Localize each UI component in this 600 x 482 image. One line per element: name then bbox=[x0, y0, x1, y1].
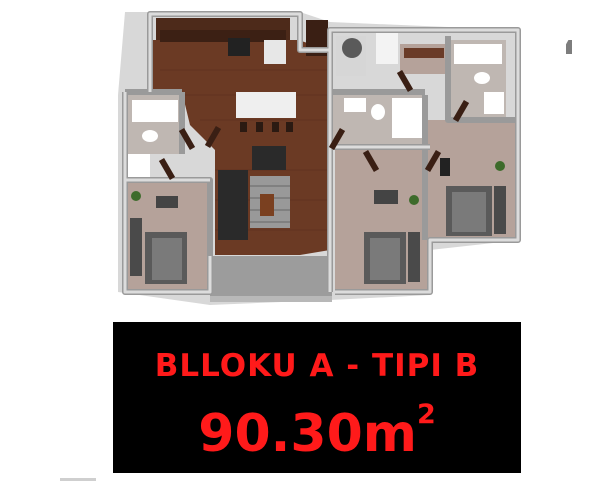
apartment-info-panel: BLLOKU A - TIPI B 90.30m2 bbox=[113, 322, 521, 473]
washer-icon bbox=[342, 38, 362, 58]
armchair-icon bbox=[252, 146, 286, 170]
floor-plan-render bbox=[118, 11, 521, 305]
desk-icon bbox=[374, 190, 398, 204]
toilet-icon bbox=[142, 130, 158, 142]
fridge-icon bbox=[264, 40, 286, 64]
sink-icon bbox=[484, 92, 504, 114]
bathtub-icon bbox=[392, 98, 422, 138]
balcony bbox=[210, 256, 332, 302]
toilet-icon bbox=[371, 104, 385, 120]
plant-icon bbox=[409, 195, 419, 205]
area-label: 90.30m2 bbox=[113, 400, 521, 465]
toilet-icon bbox=[474, 72, 490, 84]
bottom-fragment bbox=[60, 478, 96, 481]
coffee-table bbox=[260, 194, 274, 216]
sink-icon bbox=[344, 98, 366, 112]
chair-icon bbox=[440, 158, 450, 176]
kitchen-island bbox=[236, 92, 296, 118]
corner-fragment bbox=[566, 40, 572, 54]
plant-icon bbox=[495, 161, 505, 171]
sink-icon bbox=[128, 154, 150, 178]
floor-plan-illustration bbox=[118, 11, 521, 305]
stove-icon bbox=[228, 38, 250, 56]
plant-icon bbox=[131, 191, 141, 201]
sofa-icon bbox=[218, 170, 248, 240]
area-value: 90.30m bbox=[198, 404, 417, 464]
desk-icon bbox=[156, 196, 178, 208]
area-unit-superscript: 2 bbox=[416, 399, 436, 430]
water-heater-icon bbox=[376, 28, 398, 64]
block-type-title: BLLOKU A - TIPI B bbox=[154, 348, 480, 384]
middle-bedroom bbox=[335, 150, 430, 290]
